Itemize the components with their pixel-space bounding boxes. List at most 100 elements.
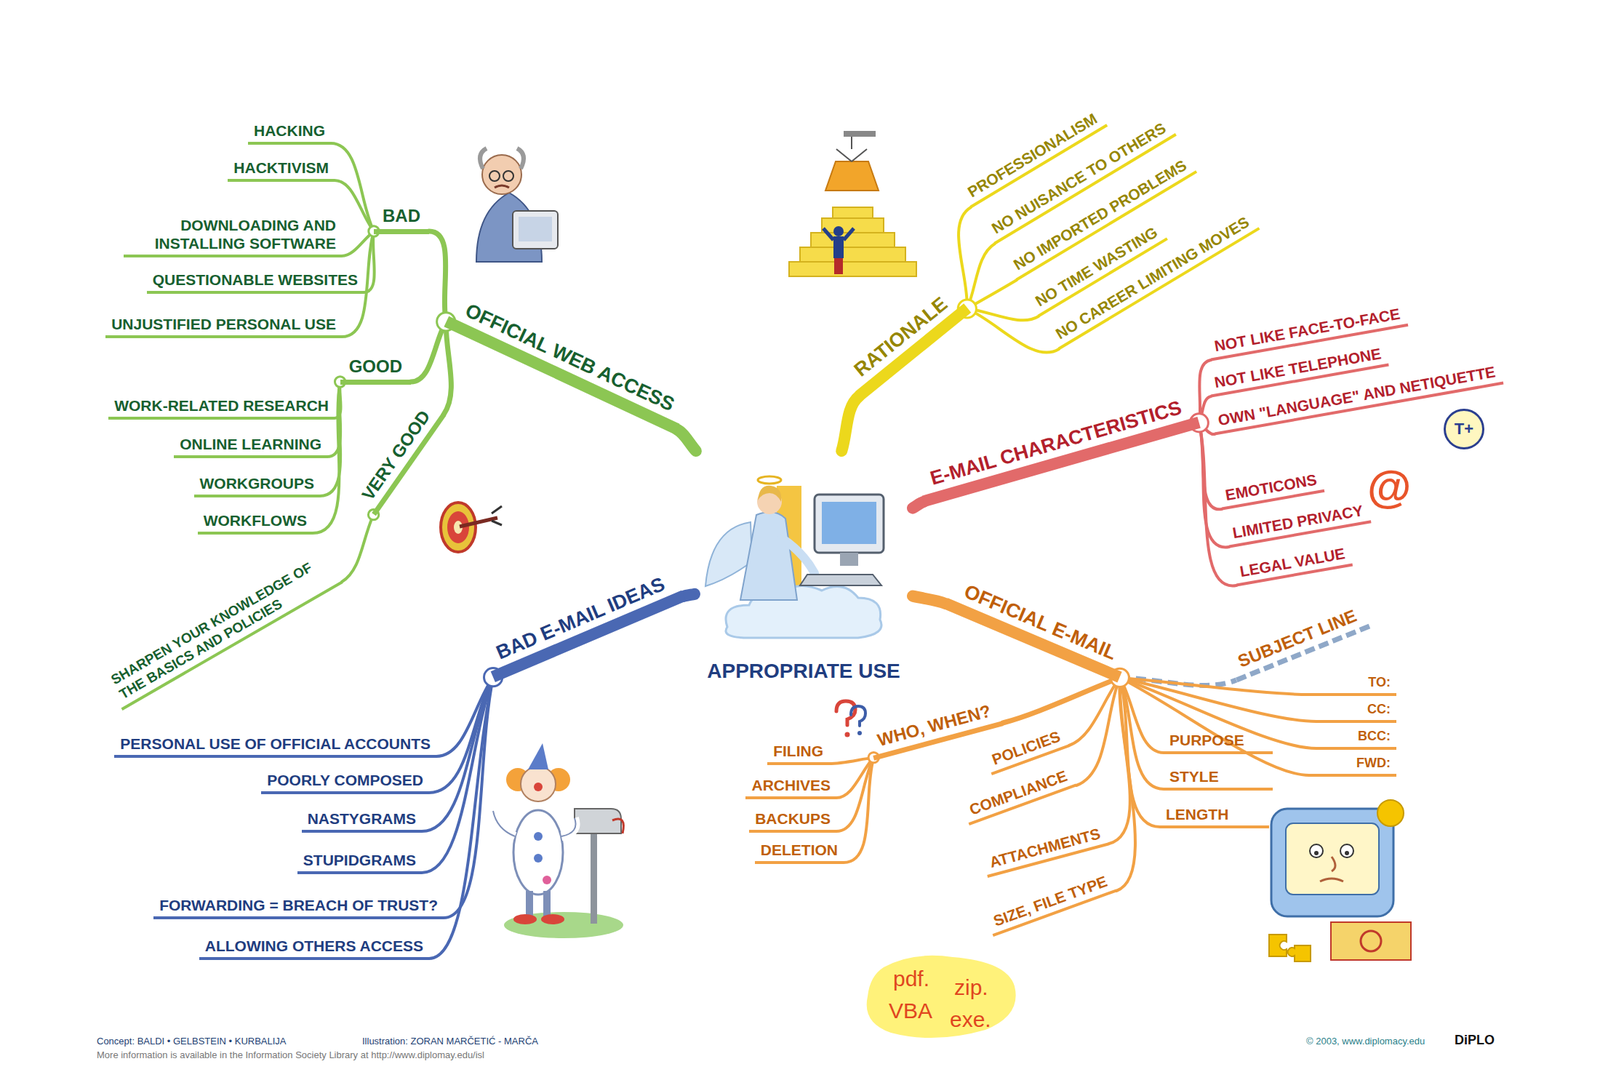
leaf-branch: WORKGROUPS bbox=[194, 474, 321, 498]
leaf-branch: LEGAL VALUE bbox=[1232, 543, 1353, 587]
branch-label: POLICIES bbox=[989, 726, 1063, 768]
branch-connector bbox=[843, 757, 874, 863]
monitor-body bbox=[1271, 808, 1394, 917]
puzzled-monitor-illustration bbox=[1269, 800, 1411, 962]
puzzle-board bbox=[1330, 922, 1411, 960]
text-label: Concept: BALDI • GELBSTEIN • KURBALIJA bbox=[96, 1035, 287, 1048]
pupil bbox=[1344, 850, 1350, 856]
branch-connector bbox=[1116, 677, 1136, 891]
leaf-branch: ALLOWING OTHERS ACCESS bbox=[199, 936, 430, 960]
puzzle-piece bbox=[1288, 945, 1311, 962]
leaf-branch: EMOTICONS bbox=[1218, 469, 1326, 511]
leaf-branch: LENGTH bbox=[1160, 805, 1270, 829]
eye bbox=[1309, 844, 1323, 858]
branch-label: LEGAL VALUE bbox=[1238, 544, 1347, 581]
letter bbox=[612, 818, 624, 834]
branch-connector bbox=[429, 677, 494, 959]
step bbox=[832, 207, 873, 219]
branch-label: LENGTH bbox=[1165, 805, 1264, 824]
branch-label: RATIONALE bbox=[849, 292, 952, 382]
branch-joint bbox=[437, 312, 456, 331]
target-illustration bbox=[440, 502, 502, 552]
branch-label: APPROPRIATE USE bbox=[706, 658, 901, 684]
head bbox=[482, 154, 522, 195]
branch-connector bbox=[429, 231, 446, 322]
leaf-branch: FORWARDING = BREACH OF TRUST? bbox=[153, 896, 444, 920]
arms-outline bbox=[493, 810, 576, 837]
halo bbox=[757, 476, 782, 484]
branch-label: STYLE bbox=[1169, 767, 1267, 786]
target-ring bbox=[440, 502, 476, 552]
branch-label: BCC: bbox=[1322, 728, 1391, 745]
leaf-branch: SHARPEN YOUR KNOWLEDGE OF THE BASICS AND… bbox=[103, 549, 343, 711]
pupil bbox=[1314, 850, 1319, 856]
puzzle-target bbox=[1360, 930, 1382, 952]
leaf-branch: UNJUSTIFIED PERSONAL USE bbox=[105, 314, 342, 339]
grumpy-user-illustration bbox=[476, 148, 558, 262]
monitor bbox=[512, 210, 558, 249]
leaf-branch: BCC: bbox=[1316, 728, 1397, 750]
branch-connector bbox=[829, 757, 874, 764]
text-label: exe. bbox=[949, 1006, 992, 1033]
branch-label: WORKFLOWS bbox=[203, 511, 307, 530]
sub-branch: GOOD bbox=[340, 356, 411, 385]
eye bbox=[1340, 844, 1354, 858]
leaf-branch: LIMITED PRIVACY bbox=[1225, 500, 1371, 549]
robe bbox=[740, 512, 798, 600]
screen bbox=[518, 216, 552, 242]
branch-joint bbox=[1189, 413, 1208, 432]
branch-connector bbox=[912, 501, 924, 509]
glasses bbox=[503, 170, 514, 182]
leaf-branch: DELETION bbox=[754, 840, 844, 864]
branch-connector bbox=[841, 396, 859, 451]
leaf-branch: NASTYGRAMS bbox=[301, 809, 422, 833]
text-label: Illustration: ZORAN MARČETIĆ - MARČA bbox=[362, 1035, 539, 1048]
mouth bbox=[1320, 856, 1344, 882]
clown-nose bbox=[533, 782, 543, 792]
branch-connector bbox=[410, 321, 446, 382]
leaf-branch: SIZE, FILE TYPE bbox=[985, 870, 1118, 938]
branch-joint bbox=[957, 299, 976, 318]
branch-label: BAD E-MAIL IDEAS bbox=[493, 572, 669, 665]
branch-label: ATTACHMENTS bbox=[987, 824, 1103, 872]
leaf-branch: HACKING bbox=[248, 121, 331, 145]
branch-label: FWD: bbox=[1314, 755, 1391, 772]
person bbox=[833, 236, 844, 259]
clown-illustration bbox=[493, 743, 624, 939]
person-head bbox=[833, 226, 844, 237]
branch-label: LIMITED PRIVACY bbox=[1231, 501, 1365, 542]
leaf-branch: PURPOSE bbox=[1163, 730, 1273, 755]
puzzle-piece bbox=[1269, 934, 1287, 957]
leaf-branch: POLICIES bbox=[984, 725, 1070, 776]
main-branch: OFFICIAL E-MAIL bbox=[943, 574, 1133, 683]
branch-label: GOOD bbox=[349, 356, 403, 378]
stand bbox=[840, 552, 859, 566]
sub-branch: SUBJECT LINE bbox=[1226, 602, 1371, 683]
hair bbox=[757, 485, 782, 502]
branch-label: OFFICIAL WEB ACCESS bbox=[461, 298, 678, 417]
branch-connector bbox=[1069, 677, 1120, 746]
leaf-branch: STUPIDGRAMS bbox=[297, 850, 422, 875]
hand bbox=[1377, 800, 1404, 827]
branch-connector bbox=[1120, 677, 1317, 722]
hair bbox=[480, 148, 524, 169]
monitor bbox=[814, 494, 884, 553]
branch-label: FILING bbox=[773, 741, 824, 760]
crane-hook bbox=[843, 130, 876, 137]
text-label: More information is available in the Inf… bbox=[96, 1049, 485, 1062]
target-ring bbox=[447, 511, 470, 544]
branch-label: ONLINE LEARNING bbox=[179, 434, 322, 454]
branch-connector bbox=[334, 180, 374, 232]
leaf-branch: CC: bbox=[1316, 701, 1397, 723]
clown-hat bbox=[528, 743, 549, 770]
step bbox=[789, 261, 917, 277]
branch-connector bbox=[421, 677, 494, 832]
mailbox bbox=[574, 808, 622, 834]
leaf-branch: TO: bbox=[1309, 674, 1397, 696]
branch-label: OFFICIAL E-MAIL bbox=[960, 579, 1120, 666]
branch-label: HACKTIVISM bbox=[233, 158, 329, 177]
text-label: © 2003, www.diplomacy.edu bbox=[1306, 1035, 1425, 1048]
clown-head bbox=[520, 766, 556, 802]
leaf-branch: HACKTIVISM bbox=[227, 158, 335, 182]
shoe bbox=[541, 914, 565, 925]
